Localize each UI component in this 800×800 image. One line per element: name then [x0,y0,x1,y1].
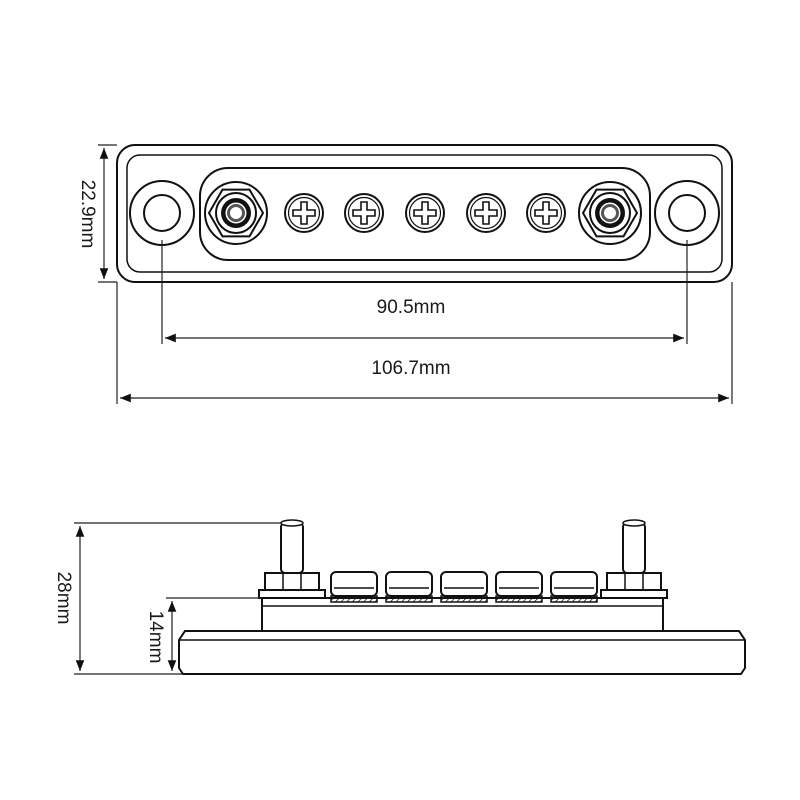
stud-terminal-right [578,181,642,245]
dimension-height-top: 22.9mm [77,144,117,283]
side-screw-4 [495,571,543,603]
dimension-overall-length: 106.7mm [116,282,733,404]
side-base [178,630,746,675]
side-screw-3 [440,571,488,603]
side-stud-right [600,519,668,599]
dimension-label-overall-length: 106.7mm [371,358,450,379]
inner-base-outline [126,154,723,273]
dimension-label-base-height: 14mm [145,611,166,664]
screw-terminal-1 [284,193,324,233]
dimension-label-total-height: 28mm [53,572,74,625]
dimension-base-height: 14mm [145,597,262,671]
side-screw-5 [550,571,598,603]
dimension-total-height: 28mm [53,522,282,675]
side-stud-left [258,519,326,599]
mount-hole-right [654,180,720,246]
screw-terminal-3 [405,193,445,233]
dimension-label-height-top: 22.9mm [77,180,98,249]
screw-terminal-4 [466,193,506,233]
dimension-label-hole-spacing: 90.5mm [377,297,446,318]
side-view [178,519,746,675]
side-screw-2 [385,571,433,603]
side-raised-bar [261,597,664,632]
screw-terminal-2 [344,193,384,233]
side-screw-1 [330,571,378,603]
top-view [116,144,733,283]
mount-hole-left [129,180,195,246]
stud-terminal-left [204,181,268,245]
screw-terminal-5 [526,193,566,233]
dimension-hole-spacing: 90.5mm [161,240,688,344]
